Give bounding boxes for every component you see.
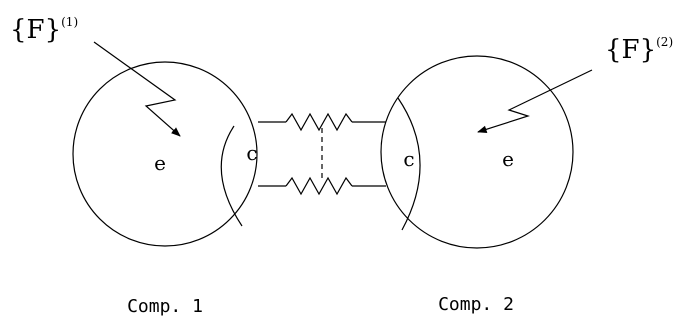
- component-1-caption: Comp. 1: [127, 296, 203, 317]
- force-1-superscript: (1): [61, 15, 78, 29]
- component-2-circle: [380, 55, 574, 249]
- component-1: [72, 61, 258, 247]
- force-2-symbol: {F}: [605, 35, 656, 65]
- force-2-arrow: [477, 69, 593, 134]
- component-2-contact-label: c: [403, 147, 414, 171]
- component-1-contact-label: c: [246, 141, 257, 165]
- upper-spring: [285, 112, 353, 132]
- force-1-symbol: {F}: [10, 15, 61, 45]
- component-1-contact-boundary: [220, 125, 243, 227]
- force-1-label: {F}(1): [10, 15, 78, 45]
- component-2: [380, 55, 574, 249]
- force-2-superscript: (2): [656, 35, 673, 49]
- component-2-contact-boundary: [397, 97, 421, 231]
- force-1-arrow: [93, 41, 181, 137]
- spring-connection: [258, 112, 386, 196]
- force-2-label: {F}(2): [605, 35, 673, 65]
- component-2-caption: Comp. 2: [438, 294, 514, 315]
- component-1-interior-label: e: [154, 151, 166, 175]
- component-1-circle: [72, 61, 258, 247]
- component-2-interior-label: e: [502, 147, 514, 171]
- lower-spring: [285, 176, 353, 196]
